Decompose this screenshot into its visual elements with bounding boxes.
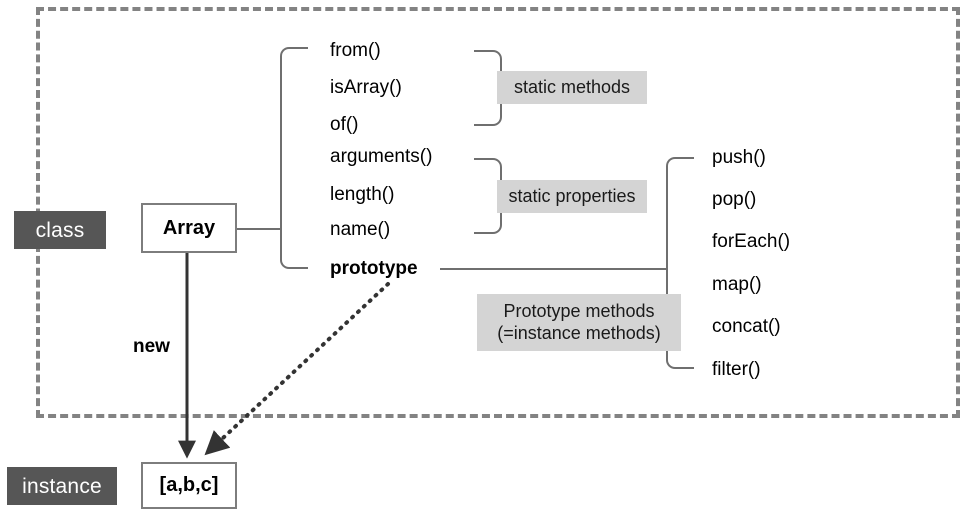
chip-static-methods: static methods [497, 71, 647, 104]
member-name: name() [330, 219, 391, 240]
proto-member-pop: pop() [712, 189, 757, 210]
chip-static-methods-label: static methods [513, 76, 631, 97]
proto-member-push: push() [712, 147, 766, 168]
badge-instance: instance [7, 467, 117, 505]
array-stem-line [237, 228, 280, 230]
member-arguments: arguments() [330, 146, 433, 167]
proto-member-map: map() [712, 274, 762, 295]
badge-class: class [14, 211, 106, 249]
edge-label-new: new [133, 336, 170, 357]
member-of: of() [330, 114, 359, 135]
member-brace [280, 47, 308, 269]
chip-prototype-methods: Prototype methods (=instance methods) [477, 294, 681, 351]
chip-static-properties: static properties [497, 180, 647, 213]
prototype-members-brace [666, 157, 694, 369]
proto-member-forEach: forEach() [712, 231, 791, 252]
member-from: from() [330, 40, 381, 61]
member-prototype: prototype [330, 258, 418, 279]
proto-member-concat: concat() [712, 316, 781, 337]
chip-static-properties-label: static properties [508, 185, 636, 206]
prototype-stem-line [440, 268, 668, 270]
node-instance-value: [a,b,c] [141, 462, 237, 509]
chip-prototype-methods-line2: (=instance methods) [497, 322, 661, 343]
member-length: length() [330, 184, 395, 205]
node-array: Array [141, 203, 237, 253]
chip-prototype-methods-line1: Prototype methods [503, 301, 655, 322]
proto-member-filter: filter() [712, 359, 761, 380]
member-isArray: isArray() [330, 77, 402, 98]
